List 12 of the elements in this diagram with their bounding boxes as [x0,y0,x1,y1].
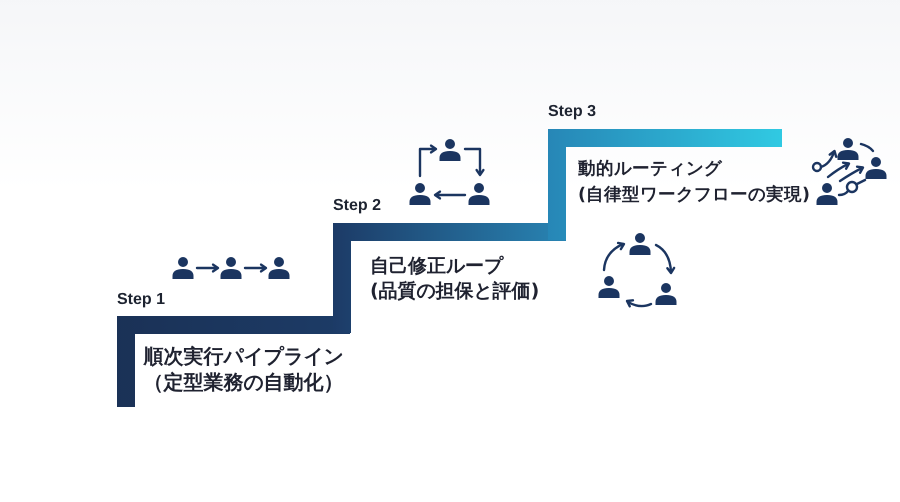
step-subtitle: (品質の担保と評価) [370,279,540,304]
step-title: 自己修正ループ [370,254,503,279]
step-label: Step 1 [117,290,166,310]
step-subtitle: (自律型ワークフローの実現) [578,184,810,207]
step-label: Step 2 [333,196,382,216]
step-title: 順次実行パイプライン [144,343,344,369]
step-label: Step 3 [548,102,596,122]
stair-step [548,102,810,240]
step-title: 動的ルーティング [578,158,722,181]
step-subtitle: （定型業務の自動化） [144,369,344,395]
stair-step [333,196,566,333]
stair-step [117,290,350,407]
